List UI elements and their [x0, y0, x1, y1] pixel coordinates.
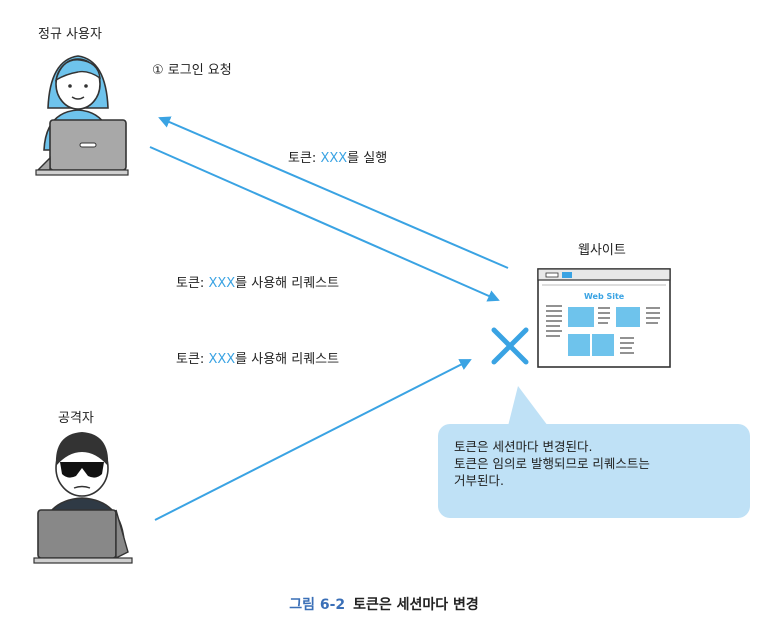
user-request-prefix: 토큰: [176, 276, 209, 291]
figure-caption: 그림 6-2 토큰은 세션마다 변경 [0, 594, 768, 614]
user-request-suffix: 를 사용해 리퀘스트 [235, 276, 340, 291]
reject-x-icon [491, 327, 529, 365]
note-bubble-tail [508, 386, 548, 426]
note-text: 토큰은 세션마다 변경된다. 토큰은 임의로 발행되므로 리퀘스트는 거부된다. [454, 438, 650, 489]
note-line-2: 토큰은 임의로 발행되므로 리퀘스트는 [454, 456, 650, 471]
token-issue-prefix: 토큰: [288, 151, 321, 166]
user-label: 정규 사용자 [38, 27, 102, 42]
token-issue-arrow [158, 116, 509, 269]
token-issue-value: XXX [320, 151, 348, 166]
user-request-label: 토큰: XXX를 사용해 리퀘스트 [176, 277, 339, 290]
token-issue-suffix: 를 실행 [347, 151, 388, 166]
attacker-laptop-icon [33, 509, 133, 564]
user-laptop-icon [35, 119, 129, 176]
note-line-3: 거부된다. [454, 473, 504, 488]
attacker-request-prefix: 토큰: [176, 352, 209, 367]
attacker-request-label: 토큰: XXX를 사용해 리퀘스트 [176, 353, 339, 366]
login-request-label: ① 로그인 요청 [152, 63, 232, 78]
website-label: 웹사이트 [578, 243, 626, 258]
note-line-1: 토큰은 세션마다 변경된다. [454, 439, 593, 454]
note-bubble [438, 424, 750, 518]
attacker-request-arrow [154, 359, 472, 521]
attacker-request-suffix: 를 사용해 리퀘스트 [235, 352, 340, 367]
attacker-label: 공격자 [58, 411, 94, 426]
caption-title: 토큰은 세션마다 변경 [353, 597, 479, 613]
attacker-request-value: XXX [208, 352, 236, 367]
token-issue-label: 토큰: XXX를 실행 [288, 152, 387, 165]
website-banner: Web Site [584, 292, 625, 301]
caption-number: 그림 6-2 [289, 597, 346, 613]
user-request-value: XXX [208, 276, 236, 291]
website-window-icon [537, 268, 671, 368]
user-request-arrow [149, 146, 500, 302]
